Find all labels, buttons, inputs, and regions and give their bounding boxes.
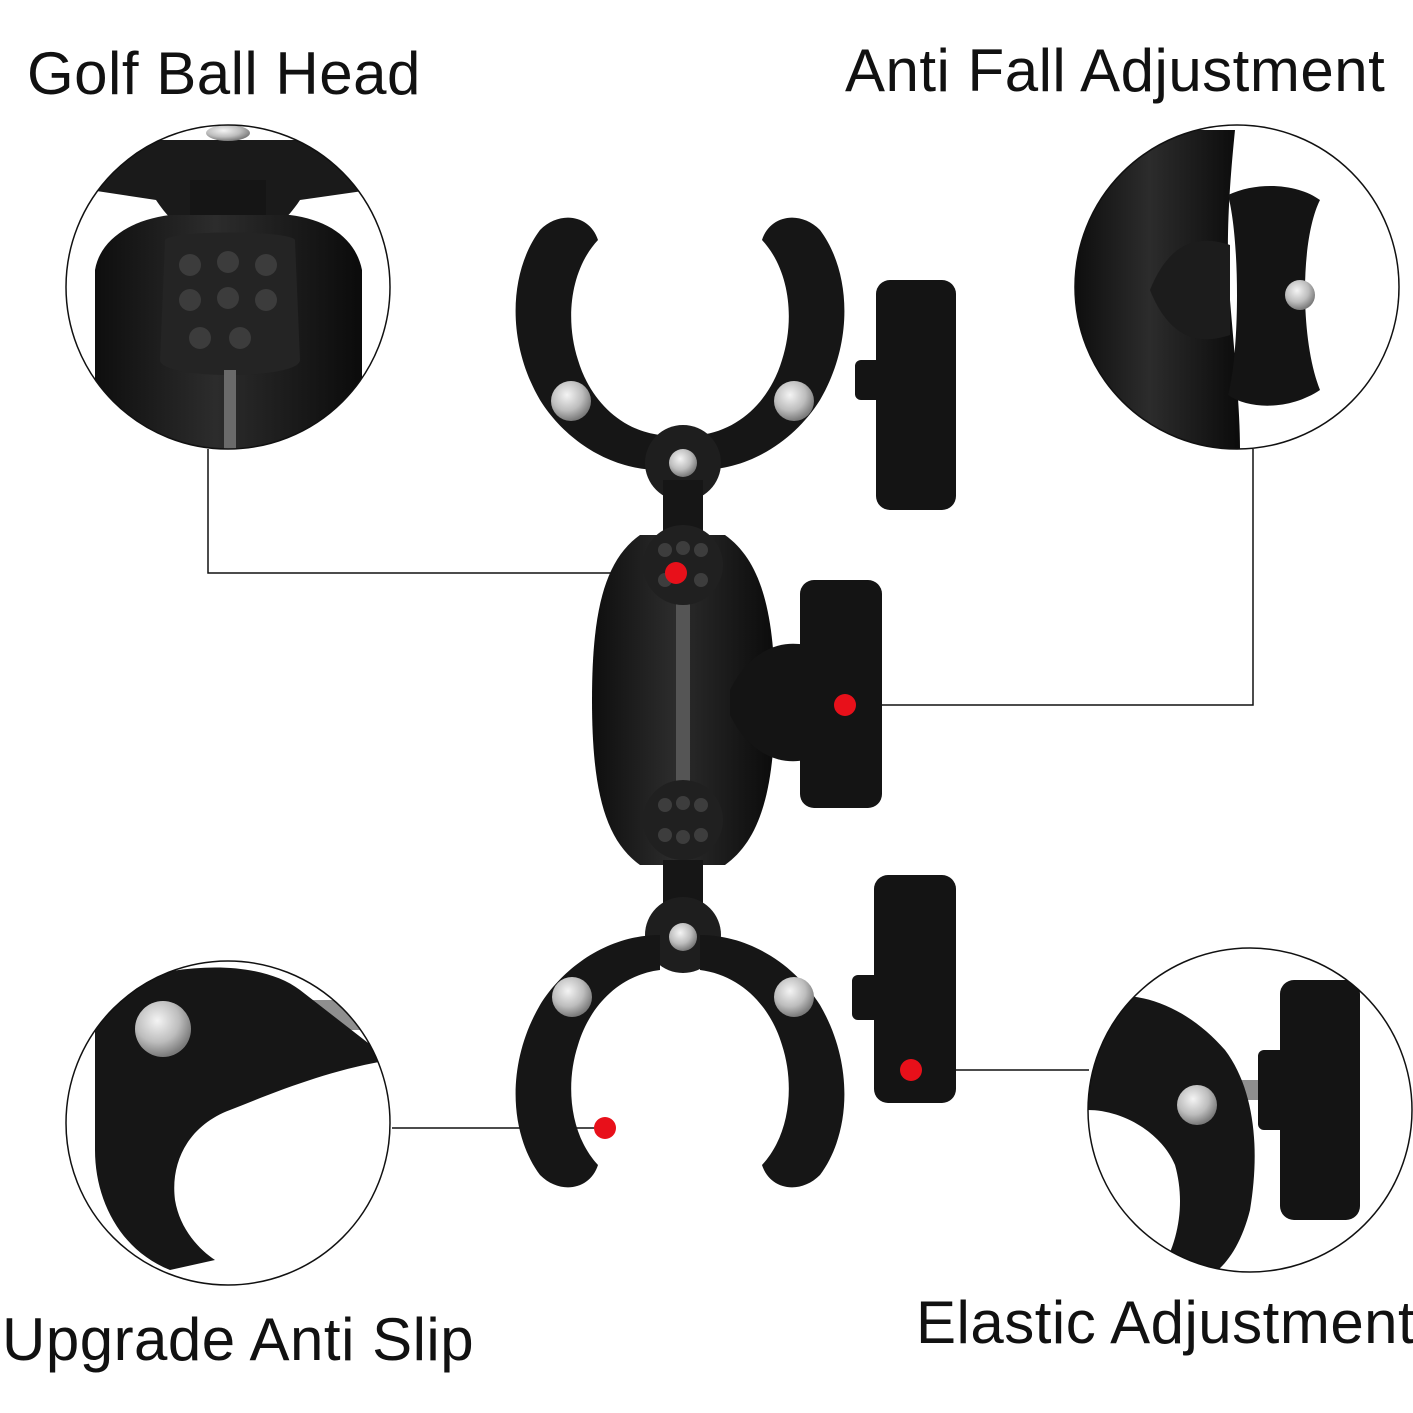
detail-upgrade-anti-slip — [65, 960, 391, 1286]
middle-knob — [730, 580, 882, 808]
callout-dots — [594, 562, 922, 1139]
bottom-knob — [852, 875, 956, 1103]
label-anti-fall-adjustment: Anti Fall Adjustment — [845, 37, 1386, 104]
top-clamp-screws — [551, 381, 814, 477]
screw-icon — [551, 381, 591, 421]
screw-icon — [774, 977, 814, 1017]
detail-elastic-adjustment — [1087, 947, 1413, 1273]
screw-icon — [669, 449, 697, 477]
top-knob — [855, 280, 956, 510]
detail-golf-ball-head — [65, 124, 391, 450]
red-dot-icon — [834, 694, 856, 716]
top-clamp — [515, 217, 845, 540]
screw-icon — [669, 923, 697, 951]
red-dot-icon — [665, 562, 687, 584]
screw-icon — [1285, 280, 1315, 310]
label-elastic-adjustment: Elastic Adjustment — [916, 1289, 1413, 1356]
screw-icon — [774, 381, 814, 421]
callout-line-anti-fall — [845, 449, 1254, 706]
screw-icon — [1177, 1085, 1217, 1125]
screw-icon — [135, 1001, 191, 1057]
middle-arm — [592, 525, 775, 865]
bottom-clamp-screws — [552, 923, 814, 1017]
bottom-clamp — [515, 860, 845, 1188]
label-upgrade-anti-slip: Upgrade Anti Slip — [2, 1306, 475, 1373]
golf-ball-bottom — [643, 780, 723, 860]
label-golf-ball-head: Golf Ball Head — [27, 40, 421, 107]
red-dot-icon — [900, 1059, 922, 1081]
screw-icon — [552, 977, 592, 1017]
detail-anti-fall-adjustment — [1074, 124, 1400, 450]
red-dot-icon — [594, 1117, 616, 1139]
clamp-mount — [515, 217, 956, 1188]
callout-line-golf-ball — [207, 449, 676, 574]
